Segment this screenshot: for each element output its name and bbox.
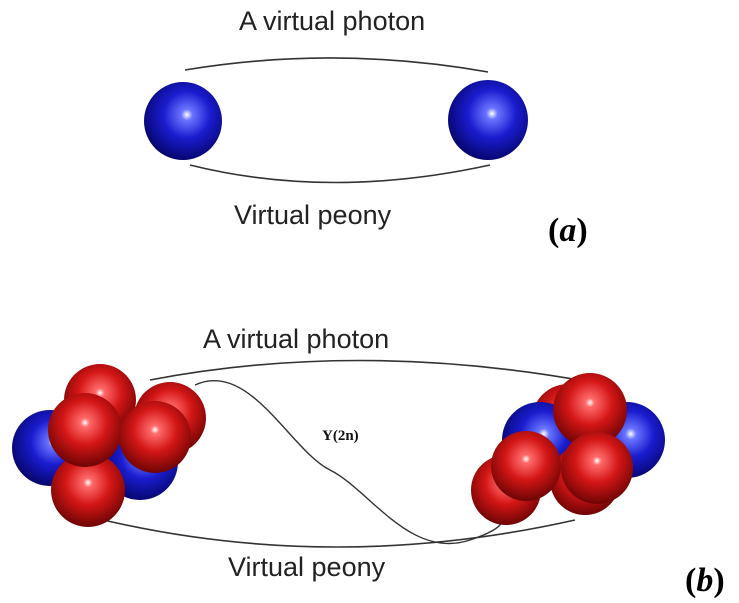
tag-close-b: ): [713, 562, 724, 599]
panel-tag-a: (a): [548, 212, 588, 250]
neutron-ball: [491, 431, 561, 501]
photon-label-a: A virtual photon: [239, 6, 425, 37]
nucleon-right-a: [448, 80, 528, 160]
tag-close-a: ): [576, 212, 587, 249]
photon-line-a: [185, 58, 488, 72]
peony-line-a: [190, 165, 490, 183]
tag-open-a: (: [548, 212, 559, 249]
neutron-ball: [119, 401, 191, 473]
panel-tag-b: (b): [685, 562, 725, 600]
nucleon-left-a: [144, 82, 222, 160]
peony-label-a: Virtual peony: [234, 200, 391, 231]
tag-letter-a: a: [559, 212, 576, 249]
photon-label-b: A virtual photon: [203, 324, 389, 355]
neutron-ball: [48, 393, 122, 467]
nucleus-right-b: [471, 373, 665, 525]
panel-b: [12, 360, 665, 547]
wave-label-b: Y(2n): [322, 428, 359, 445]
peony-label-b: Virtual peony: [228, 552, 385, 583]
panel-a: [144, 58, 528, 183]
wave-line-b: [195, 381, 502, 544]
photon-line-b: [150, 360, 590, 382]
neutron-ball: [561, 432, 633, 504]
nucleus-left-b: [12, 364, 206, 527]
tag-letter-b: b: [696, 562, 713, 599]
tag-open-b: (: [685, 562, 696, 599]
